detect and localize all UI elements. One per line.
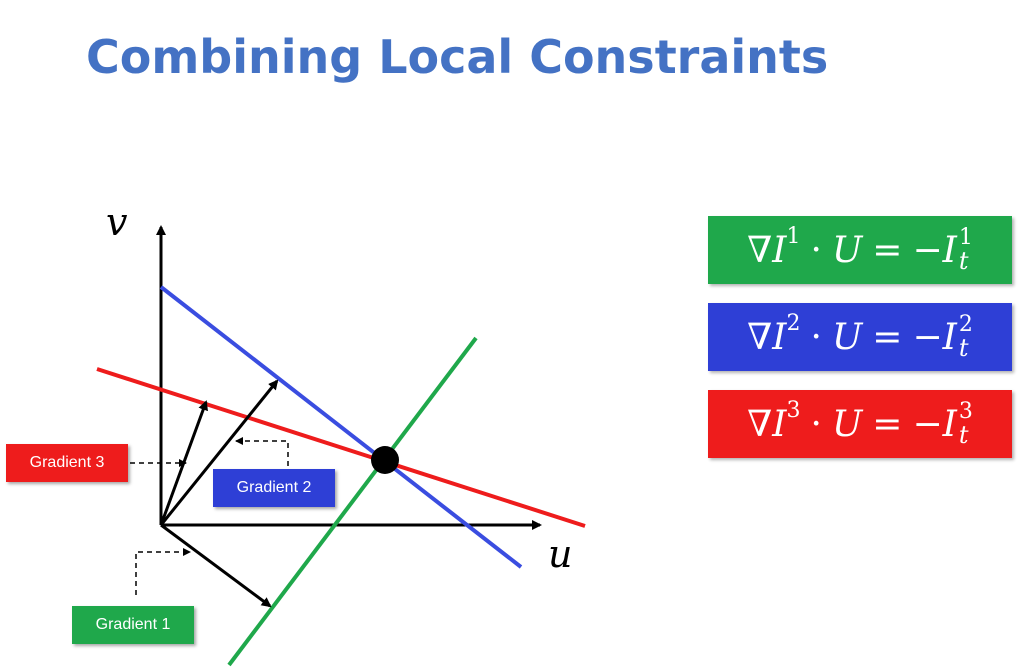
intersection-point [371, 446, 399, 474]
gradient-2-tag: Gradient 2 [213, 469, 335, 507]
green-constraint-line [227, 336, 478, 667]
page-title: Combining Local Constraints [86, 30, 829, 84]
blue-constraint-line [159, 285, 523, 569]
gradient-3-tag: Gradient 3 [6, 444, 128, 482]
gradient-2-leader [235, 437, 289, 466]
gradient-2-arrow [159, 379, 279, 526]
red-constraint-line [96, 367, 586, 528]
u-axis-label: u [548, 532, 573, 576]
gradient-1-tag: Gradient 1 [72, 606, 194, 644]
v-axis-label: v [106, 200, 128, 244]
gradient-1-leader [135, 548, 191, 595]
gradient-1-arrow [160, 523, 272, 608]
